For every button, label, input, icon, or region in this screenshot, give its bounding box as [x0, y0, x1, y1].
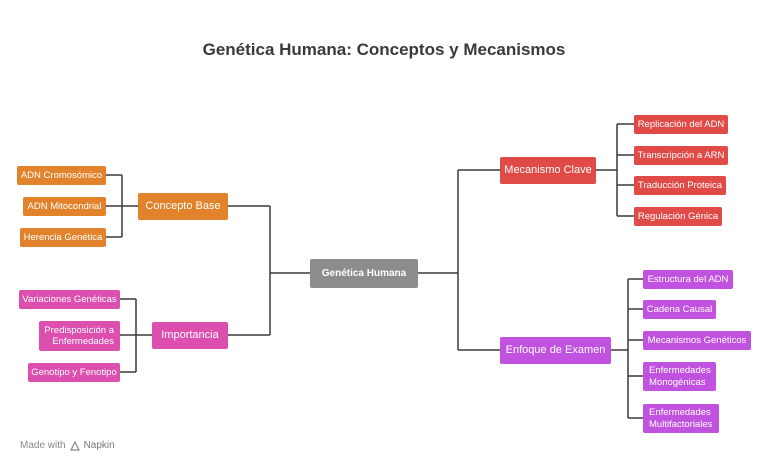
leaf-estructura-adn: Estructura del ADN [643, 270, 733, 289]
branch-concepto-base: Concepto Base [138, 193, 228, 220]
leaf-replicacion-adn: Replicación del ADN [634, 115, 728, 134]
connector-importancia [120, 298, 152, 373]
leaf-genotipo-fenotipo: Genotipo y Fenotipo [28, 363, 120, 382]
branch-importancia: Importancia [152, 322, 228, 349]
connector-root-left [228, 205, 310, 336]
connector-enfoque-examen [611, 278, 643, 419]
connector-root-right [418, 169, 500, 351]
leaf-variaciones-geneticas: Variaciones Genéticas [19, 290, 120, 309]
leaf-mecanismos-geneticos: Mecanismos Genéticos [643, 331, 751, 350]
connector-concepto-base [106, 174, 138, 238]
leaf-transcripcion-arn: Transcripción a ARN [634, 146, 728, 165]
footer-brand: Napkin [83, 440, 115, 451]
leaf-traduccion-proteica: Traducción Proteica [634, 176, 726, 195]
leaf-adn-cromosomico: ADN Cromosómico [17, 166, 106, 185]
footer-attribution: Made with Napkin [20, 440, 115, 451]
leaf-herencia-genetica: Herencia Genética [20, 228, 106, 247]
connector-mecanismo-clave [596, 123, 634, 217]
diagram-title: Genética Humana: Conceptos y Mecanismos [202, 40, 566, 59]
root-node: Genética Humana [310, 259, 418, 288]
branch-mecanismo-clave: Mecanismo Clave [500, 157, 596, 184]
leaf-regulacion-genica: Regulación Génica [634, 207, 722, 226]
leaf-adn-mitocondrial: ADN Mitocondrial [23, 197, 106, 216]
footer-made-with: Made with [20, 440, 66, 451]
leaf-cadena-causal: Cadena Causal [643, 300, 716, 319]
leaf-predisposicion-enfermedades: Predisposición a Enfermedades [39, 321, 120, 351]
leaf-enfermedades-monogenicas: Enfermedades Monogénicas [643, 362, 716, 391]
branch-enfoque-examen: Enfoque de Examen [500, 337, 611, 364]
napkin-logo-icon [69, 440, 80, 451]
leaf-enfermedades-multifactoriales: Enfermedades Multifactoriales [643, 404, 719, 433]
